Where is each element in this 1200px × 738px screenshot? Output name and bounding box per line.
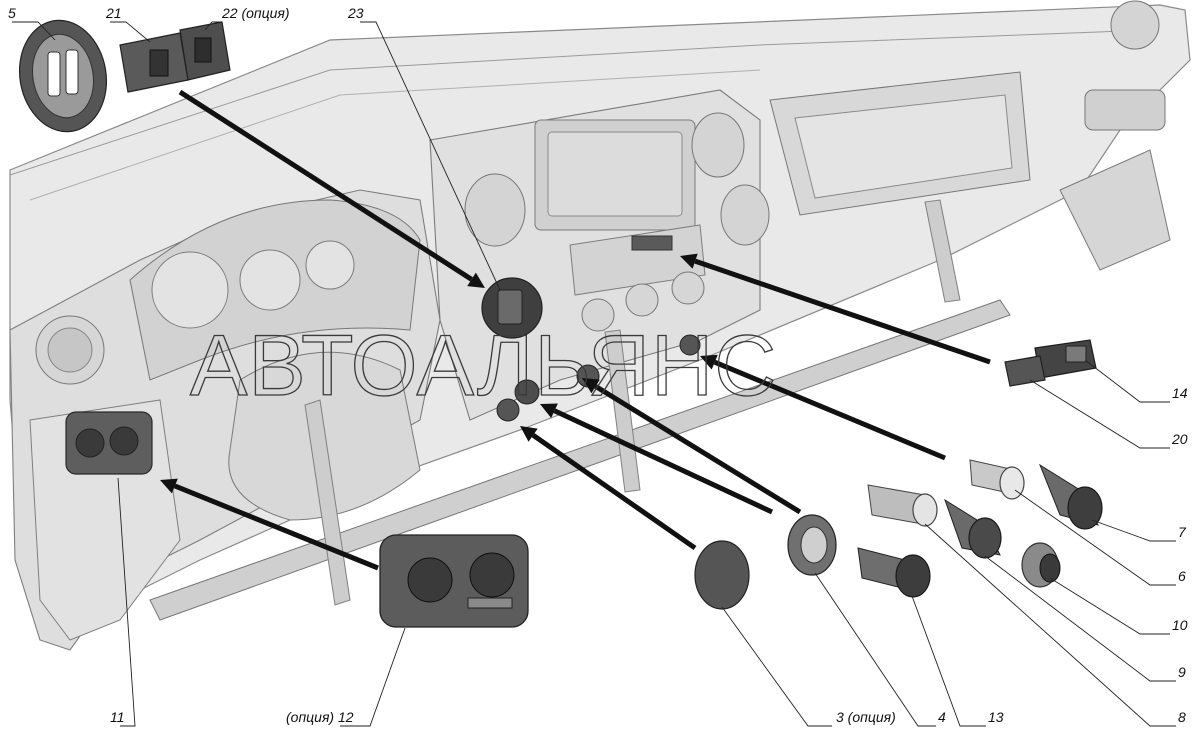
callout-6: 6 bbox=[1178, 568, 1186, 584]
callout-21: 21 bbox=[105, 5, 122, 21]
leader-line-6 bbox=[1014, 489, 1176, 586]
callout-23: 23 bbox=[347, 5, 364, 21]
assembly-arrow-head-2 bbox=[680, 253, 698, 269]
part-7-socket bbox=[1038, 463, 1103, 530]
assembly-arrow-3 bbox=[713, 359, 946, 461]
part-8-lighter bbox=[867, 484, 938, 527]
leader-line-9 bbox=[984, 555, 1176, 682]
assembly-arrow-5 bbox=[553, 408, 774, 515]
assembly-arrow-head-4 bbox=[582, 378, 600, 394]
part-10-cap bbox=[1021, 542, 1061, 588]
part-5-bezel bbox=[18, 19, 108, 133]
leader-line-20 bbox=[1029, 379, 1170, 449]
part-21-switch-block bbox=[119, 32, 189, 93]
watermark-text: АВТОАЛЬЯНС bbox=[190, 318, 777, 414]
leader-line-4 bbox=[814, 572, 936, 727]
leader-line-10 bbox=[1049, 577, 1170, 635]
callout-13: 13 bbox=[988, 709, 1004, 725]
leader-line-3 bbox=[721, 606, 832, 727]
part-13-plug bbox=[857, 547, 931, 598]
assembly-arrow-1 bbox=[178, 89, 473, 282]
callout-20: 20 bbox=[1171, 431, 1188, 447]
leader-lines bbox=[12, 21, 1176, 727]
part-3-blank-cap bbox=[694, 540, 750, 610]
callout-7: 7 bbox=[1178, 524, 1187, 540]
part-4-ring bbox=[787, 514, 837, 576]
callout-22: 22 (опция) bbox=[221, 5, 290, 21]
callout-3: 3 (опция) bbox=[836, 709, 896, 725]
part-12-light-switch bbox=[379, 534, 529, 628]
leader-line-23 bbox=[360, 21, 501, 291]
assembly-arrow-6 bbox=[531, 433, 697, 551]
assembly-arrow-head-6 bbox=[520, 426, 538, 442]
leader-line-8 bbox=[924, 523, 1176, 727]
leader-line-13 bbox=[911, 595, 986, 727]
part-22-switch-block bbox=[179, 21, 231, 81]
callout-12: (опция) 12 bbox=[286, 709, 354, 725]
assembly-arrow-4 bbox=[594, 384, 802, 515]
callout-9: 9 bbox=[1178, 664, 1186, 680]
callout-labels: 5 21 22 (опция) 23 14 20 7 6 10 9 8 13 4… bbox=[8, 5, 1188, 725]
dashboard-panel bbox=[9, 0, 1191, 651]
callout-14: 14 bbox=[1172, 385, 1188, 401]
part-9-socket bbox=[944, 498, 1002, 559]
leader-line-14 bbox=[1084, 359, 1170, 403]
assembly-arrow-2 bbox=[694, 258, 991, 365]
leader-line-12 bbox=[340, 627, 406, 727]
part-14-switch bbox=[1034, 339, 1097, 379]
assembly-arrow-head-3 bbox=[700, 354, 718, 370]
callout-11: 11 bbox=[110, 709, 125, 725]
assembly-arrow-head-7 bbox=[160, 478, 178, 494]
callout-8: 8 bbox=[1178, 709, 1186, 725]
assembly-arrows bbox=[160, 89, 991, 571]
callout-5: 5 bbox=[8, 5, 16, 21]
leader-line-7 bbox=[1091, 519, 1176, 542]
leader-line-22 bbox=[204, 21, 222, 31]
leader-line-5 bbox=[12, 21, 56, 41]
assembly-arrow-head-5 bbox=[540, 403, 558, 419]
assembly-arrow-head-1 bbox=[467, 272, 485, 288]
assembly-arrow-7 bbox=[173, 483, 379, 571]
part-20-switch bbox=[1004, 355, 1046, 387]
leader-line-11 bbox=[117, 477, 136, 727]
part-6-sleeve bbox=[969, 459, 1025, 500]
callout-4: 4 bbox=[938, 709, 946, 725]
callout-10: 10 bbox=[1172, 617, 1188, 633]
leader-line-21 bbox=[110, 21, 151, 43]
